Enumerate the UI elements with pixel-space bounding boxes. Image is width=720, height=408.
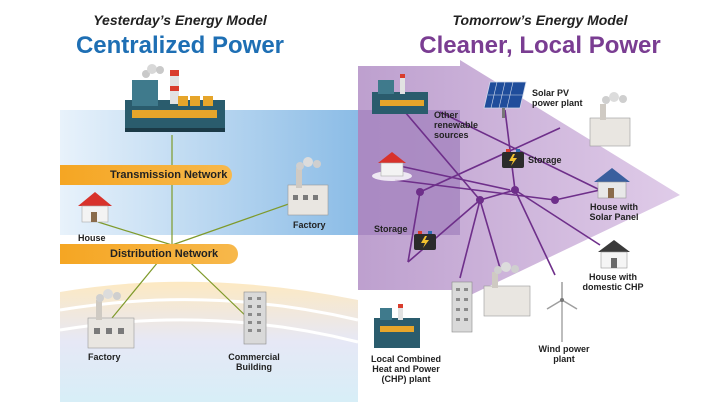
solar-panel-icon	[483, 81, 527, 118]
right-factory-bottom-icon	[483, 262, 531, 317]
right-tall-building-icon	[451, 281, 473, 333]
storage-top-label: Storage	[528, 155, 562, 165]
pastel-ground-background	[60, 281, 358, 402]
transmission-network-band	[60, 165, 232, 185]
chp-plant-label: Local Combined Heat and Power (CHP) plan…	[370, 354, 441, 384]
storage-left-label: Storage	[374, 224, 408, 234]
solar-pv-label: Solar PV power plant	[532, 88, 583, 108]
factory-icon-bottom	[87, 289, 135, 349]
factory-top-label: Factory	[293, 220, 326, 230]
centralized-panel: Yesterday’s Energy Model Centralized Pow…	[75, 12, 285, 59]
left-title: Centralized Power	[75, 32, 285, 59]
commercial-building-icon	[243, 291, 267, 345]
wind-plant-label: Wind power plant	[538, 344, 590, 364]
right-title: Cleaner, Local Power	[419, 32, 661, 59]
local-grid-lines	[394, 109, 601, 279]
right-subtitle: Tomorrow’s Energy Model	[452, 12, 628, 28]
house-with-chp-icon	[598, 240, 630, 269]
battery-icon-left	[414, 231, 436, 250]
local-plant-icon	[372, 74, 428, 114]
chp-plant-icon	[374, 304, 420, 348]
house-label: House	[78, 233, 106, 243]
grid-junction-nodes	[416, 186, 559, 204]
house-chp-label: House with domestic CHP	[582, 272, 644, 292]
distribution-network-label: Distribution Network	[110, 248, 219, 260]
house-with-solar-icon	[594, 168, 630, 199]
right-factory-icon	[589, 92, 631, 147]
local-panel: Tomorrow’s Energy Model Cleaner, Local P…	[360, 0, 720, 408]
battery-icon-top	[502, 149, 524, 168]
house-solar-label: House with Solar Panel	[589, 202, 639, 222]
left-subtitle: Yesterday’s Energy Model	[93, 12, 267, 28]
distribution-network-band	[60, 244, 238, 264]
power-plant-icon	[125, 64, 225, 132]
commercial-building-label: Commercial Building	[228, 352, 280, 372]
other-renewable-label: Other renewable sources	[434, 110, 479, 140]
wind-turbine-icon	[546, 282, 578, 342]
right-house-icon	[372, 152, 412, 181]
factory-bottom-label: Factory	[88, 352, 121, 362]
factory-icon-top	[287, 157, 329, 216]
house-icon	[78, 192, 112, 223]
transmission-network-label: Transmission Network	[110, 169, 228, 181]
